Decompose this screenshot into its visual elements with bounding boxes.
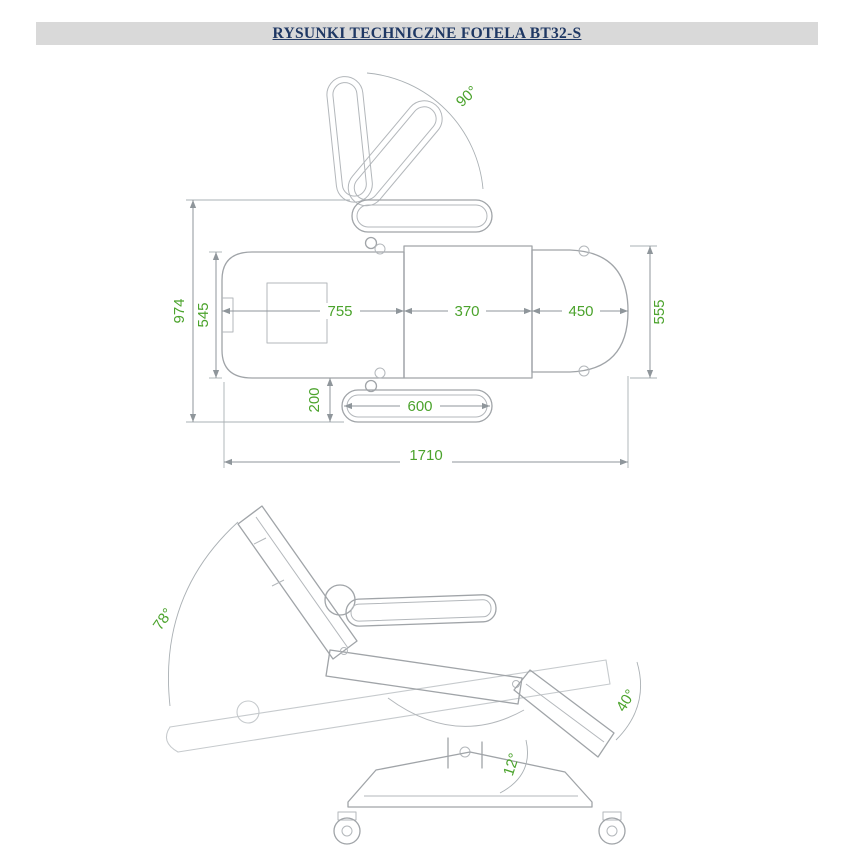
dim-armrest-offset-label: 200 [306, 387, 323, 412]
dim-armrest-length-label: 600 [407, 398, 432, 415]
angle-backrest: 78° [150, 521, 239, 707]
armrest-mount-knob [364, 236, 378, 250]
armrest-mount-knob [364, 379, 378, 393]
armrest-top [351, 199, 493, 250]
dim-overall-length: 1710 [223, 376, 629, 468]
dim-armrest-offset: 200 [306, 378, 344, 423]
angle-seat-tilt: 12° [499, 739, 528, 794]
pivot-bolt [340, 647, 348, 655]
dim-seat-length-label: 370 [454, 303, 479, 320]
dim-legrest-width: 555 [630, 245, 668, 379]
armrest-rotated-ghost [326, 72, 484, 207]
angle-seat-tilt-label: 12° [500, 751, 523, 778]
caster-right [598, 811, 626, 845]
dim-overall-width-label: 974 [171, 298, 188, 323]
dim-bed-width: 545 [195, 251, 222, 379]
legrest-side [513, 669, 615, 758]
dim-bed-width-label: 545 [195, 302, 212, 327]
dim-legrest-length-label: 450 [568, 303, 593, 320]
dim-length-chain: 755 370 450 [222, 303, 628, 320]
caster-left [333, 811, 361, 845]
dim-armrest-angle-label: 90° [453, 83, 481, 111]
dim-overall-width: 974 [171, 199, 350, 423]
headrest-knob [324, 584, 356, 616]
armrest-side [345, 594, 497, 627]
angle-legrest: 40° [613, 661, 642, 741]
headrest-notch [222, 297, 234, 333]
headrest-pad [266, 282, 328, 344]
base-pedestal [347, 697, 593, 808]
rotation-arc [366, 72, 484, 190]
flat-position-ghost [165, 659, 611, 753]
side-view: 78° 40° 12° [150, 505, 642, 845]
title-bar: RYSUNKI TECHNICZNE FOTELA BT32-S [36, 22, 818, 45]
dim-legrest-width-label: 555 [651, 299, 668, 324]
page-title: RYSUNKI TECHNICZNE FOTELA BT32-S [272, 24, 582, 42]
dim-backrest-length-label: 755 [327, 303, 352, 320]
angle-legrest-label: 40° [613, 686, 639, 714]
angle-backrest-label: 78° [150, 605, 177, 633]
backrest-outline [221, 251, 405, 379]
dim-overall-length-label: 1710 [409, 447, 442, 464]
top-view: 90° [171, 72, 668, 468]
backrest-side [237, 505, 358, 660]
dim-armrest-length: 600 [344, 398, 490, 415]
seat-side [325, 647, 523, 705]
